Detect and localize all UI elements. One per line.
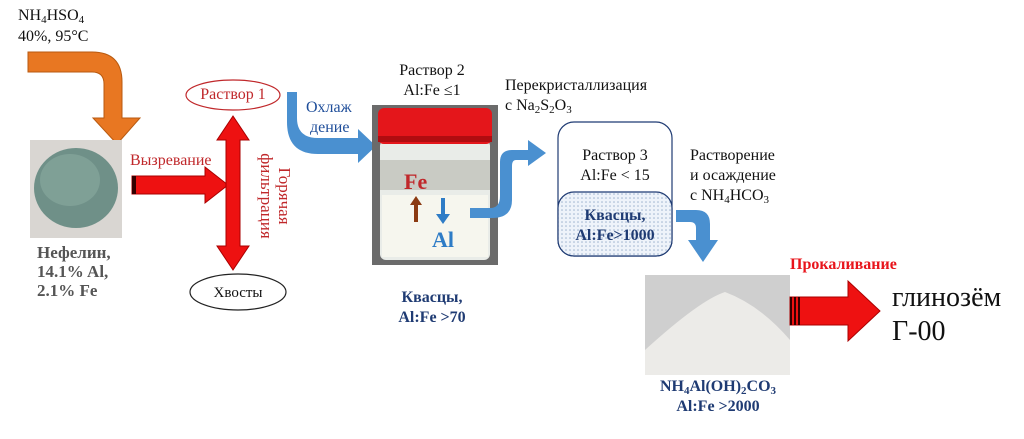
dissolution-line-2: и осаждение [690, 167, 776, 184]
product-line-1: глинозём [892, 282, 1002, 313]
dissolution-arrow [676, 210, 718, 262]
recrystallization-reagent: с Na2S2O3 [505, 97, 572, 116]
cooling-arrow [287, 92, 376, 163]
calcination-label: Прокаливание [790, 256, 897, 273]
alum1-title: Квасцы, [401, 289, 463, 306]
jar-image [372, 105, 498, 265]
dissolution-line-3: с NH4HCO3 [690, 187, 769, 206]
alum2-title: Квасцы, [584, 207, 646, 224]
recrystallization-title: Перекристаллизация [505, 77, 648, 94]
hot-filtration-label: Горячая фильтрация [257, 153, 294, 239]
nepheline-label-2: 14.1% Al, [37, 262, 109, 281]
ripening-label: Вызревание [130, 152, 212, 169]
carbonate-formula: NH4Al(OH)2CO3 [659, 378, 777, 397]
jar-fe-label: Fe [404, 169, 428, 194]
nepheline-image [30, 140, 122, 238]
tailings-label: Хвосты [213, 285, 263, 301]
ripening-arrow [131, 165, 229, 205]
nepheline-label-3: 2.1% Fe [37, 281, 98, 300]
reagent-conditions: 40%, 95°C [18, 28, 89, 45]
calcination-arrow [789, 279, 881, 343]
solution2-title: Раствор 2 [399, 62, 465, 79]
filtration-double-arrow [216, 115, 250, 271]
alum2-box [557, 191, 673, 257]
solution3-title: Раствор 3 [582, 147, 648, 164]
product-line-2: Г-00 [892, 316, 946, 347]
cooling-label-1: Охлаж [306, 99, 352, 116]
solution3-ratio: Al:Fe < 15 [580, 167, 650, 184]
carbonate-ratio: Al:Fe >2000 [676, 398, 760, 415]
solution1-label: Раствор 1 [200, 86, 266, 103]
nepheline-label-1: Нефелин, [37, 243, 111, 262]
solution1-ellipse [185, 79, 281, 111]
reagent-formula: NH4HSO4 [18, 7, 85, 26]
recrystallization-arrow [470, 140, 546, 218]
alumina-powder-image [645, 275, 790, 375]
alum2-ratio: Al:Fe>1000 [575, 227, 655, 244]
alum1-ratio: Al:Fe >70 [398, 309, 466, 326]
reagent-arrow [27, 51, 142, 145]
solution2-ratio: Al:Fe ≤1 [403, 82, 461, 99]
cooling-label-2: дение [310, 119, 350, 136]
tailings-ellipse [189, 273, 287, 311]
jar-al-label: Al [432, 227, 454, 252]
dissolution-line-1: Растворение [690, 147, 775, 164]
